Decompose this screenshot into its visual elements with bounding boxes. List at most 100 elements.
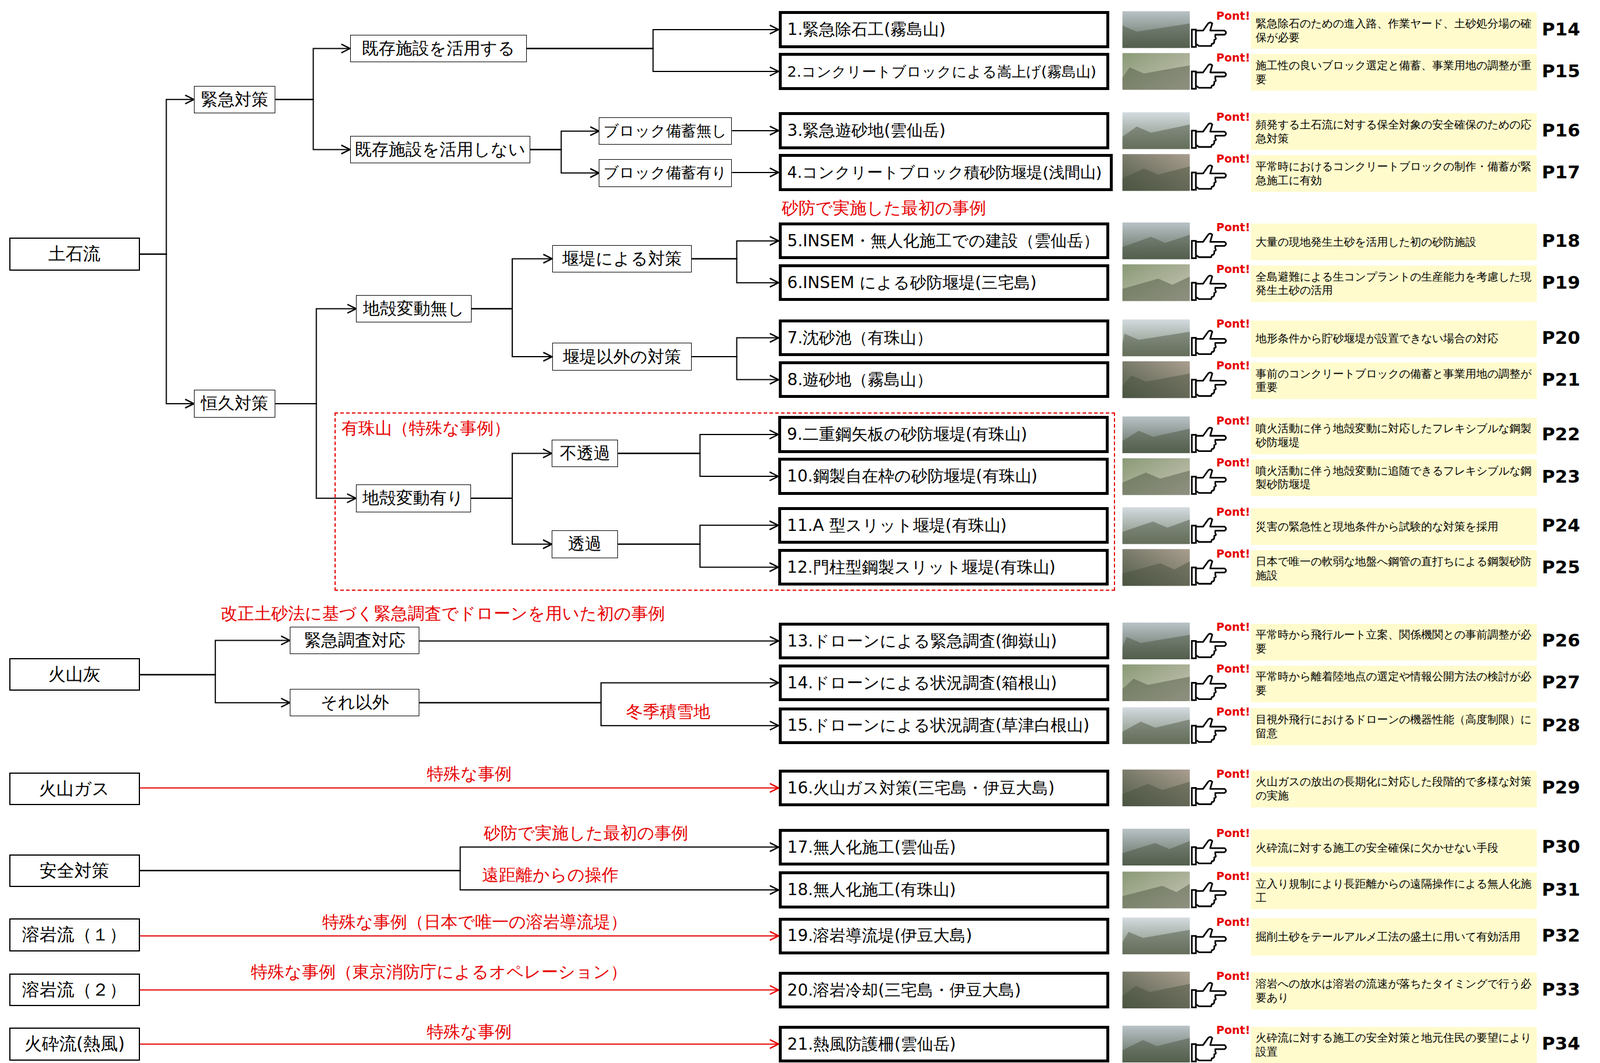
photo-detail — [1122, 331, 1190, 357]
photo-detail — [1122, 166, 1190, 191]
node-text: 頻発する土石流に対する保全対象の安全確保のための応急対策 — [1255, 117, 1533, 146]
case-photo — [1122, 769, 1190, 807]
node-text: 9.二重鋼矢板の砂防堰堤(有珠山) — [786, 424, 1028, 445]
point-note: 噴火活動に伴う地殻変動に対応したフレキシブルな鋼製砂防堰堤 — [1250, 417, 1537, 455]
edge-label: 特殊な事例 — [424, 763, 514, 784]
page-number: P21 — [1541, 368, 1581, 391]
node-text: 平常時におけるコンクリートブロックの制作・備蓄が緊急施工に有効 — [1255, 159, 1533, 188]
pointing-hand-icon — [1191, 675, 1226, 700]
tree-connector — [139, 870, 779, 890]
branch-box: 不透過 — [551, 439, 618, 467]
node-text: 既存施設を活用しない — [354, 139, 526, 160]
case-box: 21.熱風防護柵(雲仙岳) — [778, 1025, 1110, 1063]
page-number: P22 — [1541, 423, 1581, 446]
annotation-note: 砂防で実施した最初の事例 — [779, 198, 989, 219]
point-badge: Pont! — [1216, 110, 1250, 124]
edge-label: 特殊な事例（日本で唯一の溶岩導流堤） — [320, 911, 630, 932]
node-text: 溶岩への放水は溶岩の流速が落ちたタイミングで行う必要あり — [1255, 976, 1533, 1005]
case-box: 7.沈砂池（有珠山） — [778, 319, 1110, 357]
point-note: 日本で唯一の軟弱な地盤へ鋼管の直打ちによる鋼製砂防施設 — [1250, 549, 1537, 587]
node-text: 透過 — [567, 533, 602, 555]
case-box: 4.コンクリートブロック積砂防堰堤(浅間山) — [778, 153, 1114, 191]
node-text: 災害の緊急性と現地条件から試験的な対策を採用 — [1255, 519, 1533, 534]
hand-outline — [1195, 675, 1226, 699]
hand-outline — [1195, 718, 1226, 742]
category-box: 溶岩流（２） — [9, 973, 140, 1006]
case-box: 5.INSEM・無人化施工での建設（雲仙岳） — [778, 222, 1110, 260]
node-text: 緊急除石のための進入路、作業ヤード、土砂処分場の確保が必要 — [1255, 16, 1533, 45]
photo-detail — [1122, 840, 1190, 866]
point-note: 噴火活動に伴う地殻変動に追随できるフレキシブルな鋼製砂防堰堤 — [1250, 459, 1537, 496]
photo-detail — [1122, 428, 1190, 453]
point-badge: Pont! — [1216, 620, 1250, 634]
annotation-note: 改正土砂法に基づく緊急調査でドローンを用いた初の事例 — [218, 603, 668, 624]
node-text: 16.火山ガス対策(三宅島・伊豆大島) — [787, 778, 1055, 798]
point-badge: Pont! — [1216, 547, 1250, 561]
node-text: 火砕流に対する施工の安全確保に欠かせない手段 — [1255, 840, 1533, 855]
category-box: 溶岩流（１） — [9, 918, 140, 951]
node-text: 17.無人化施工(雲仙岳) — [787, 837, 956, 858]
tree-connector — [139, 846, 779, 870]
tree-connector — [139, 1043, 779, 1045]
category-box: 火砕流(熱風) — [9, 1027, 140, 1060]
pointing-hand-icon — [1191, 330, 1226, 355]
hand-outline — [1195, 427, 1226, 451]
node-text: 12.門柱型鋼製スリット堰堤(有珠山) — [786, 557, 1056, 578]
case-box: 3.緊急遊砂地(雲仙岳) — [778, 112, 1110, 149]
point-note: 平常時から離着陸地点の選定や情報公開方法の検討が必要 — [1250, 665, 1537, 703]
node-text: 大量の現地発生土砂を活用した初の砂防施設 — [1255, 235, 1533, 250]
branch-box: 透過 — [551, 530, 618, 558]
branch-box: 既存施設を活用する — [350, 34, 527, 63]
hand-outline — [1195, 882, 1226, 906]
case-photo — [1122, 112, 1190, 149]
page-number: P32 — [1541, 925, 1581, 947]
point-badge: Pont! — [1216, 414, 1250, 428]
hand-outline — [1195, 839, 1226, 864]
photo-detail — [1122, 929, 1190, 955]
edge-label: 砂防で実施した最初の事例 — [481, 822, 691, 843]
pointing-hand-icon — [1191, 839, 1226, 865]
point-badge: Pont! — [1216, 358, 1250, 373]
branch-box: ブロック備蓄無し — [598, 117, 732, 145]
tree-connector — [139, 935, 779, 937]
tree-connector — [139, 674, 290, 703]
node-text: 火砕流に対する施工の安全対策と地元住民の要望により設置 — [1255, 1030, 1533, 1059]
node-text: 13.ドローンによる緊急調査(御嶽山) — [787, 631, 1057, 652]
branch-box: 堰堤による対策 — [552, 245, 693, 273]
hand-outline — [1195, 469, 1226, 493]
node-text: 15.ドローンによる状況調査(草津白根山) — [787, 715, 1090, 736]
point-badge: Pont! — [1216, 705, 1250, 719]
photo-detail — [1122, 883, 1190, 909]
case-box: 17.無人化施工(雲仙岳) — [778, 828, 1110, 866]
point-note: 事前のコンクリートブロックの備蓄と事業用地の調整が重要 — [1250, 362, 1537, 399]
branch-box: ブロック備蓄有り — [598, 159, 732, 187]
page-number: P26 — [1541, 630, 1581, 652]
hand-outline — [1195, 518, 1226, 542]
case-photo — [1122, 971, 1190, 1009]
point-badge: Pont! — [1216, 9, 1250, 23]
case-box: 11.A 型スリット堰堤(有珠山) — [778, 507, 1109, 544]
case-photo — [1122, 707, 1190, 744]
case-photo — [1122, 11, 1190, 48]
case-photo — [1122, 416, 1190, 453]
node-text: 日本で唯一の軟弱な地盤へ鋼管の直打ちによる鋼製砂防施設 — [1255, 554, 1533, 583]
pointing-hand-icon — [1191, 64, 1226, 89]
case-photo — [1122, 917, 1190, 955]
node-text: 平常時から離着陸地点の選定や情報公開方法の検討が必要 — [1255, 669, 1533, 698]
tree-connector — [275, 403, 356, 499]
page-number: P33 — [1541, 979, 1581, 1001]
node-text: 火砕流(熱風) — [24, 1033, 125, 1055]
hand-outline — [1195, 372, 1226, 396]
pointing-hand-icon — [1191, 882, 1226, 908]
case-photo — [1122, 153, 1190, 191]
photo-detail — [1122, 124, 1190, 149]
tree-connector — [470, 452, 552, 498]
photo-detail — [1122, 23, 1190, 48]
point-note: 平常時におけるコンクリートブロックの制作・備蓄が緊急施工に有効 — [1250, 155, 1537, 192]
point-badge: Pont! — [1216, 455, 1250, 470]
node-text: 土石流 — [48, 243, 101, 265]
tree-connector — [691, 258, 779, 283]
edge-label: 冬季積雪地 — [623, 700, 713, 722]
branch-box: 地殻変動有り — [356, 484, 472, 512]
